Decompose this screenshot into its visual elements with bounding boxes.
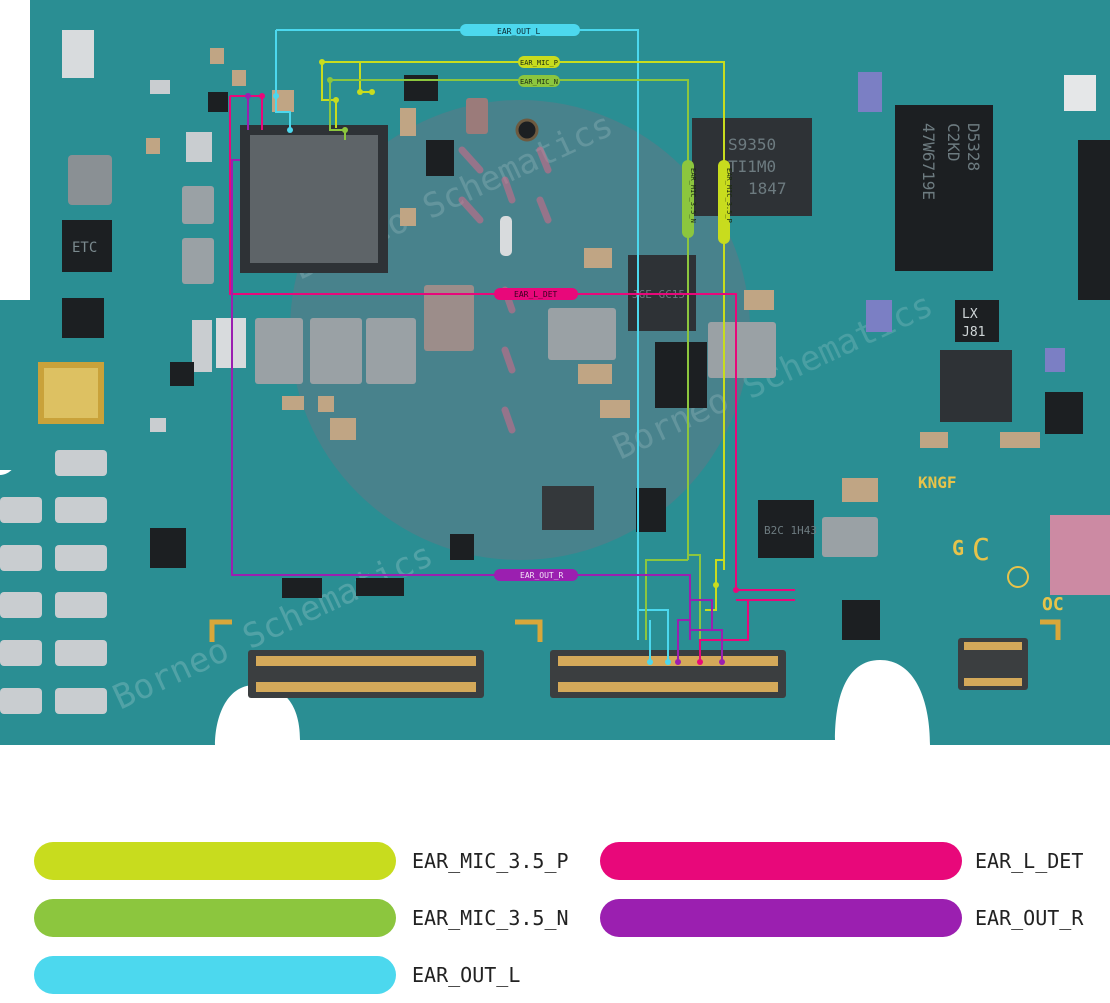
net-dots [245, 59, 739, 665]
small-components [146, 48, 1065, 640]
connector-right [958, 638, 1028, 690]
right-ic-marking-2: C2KD [944, 123, 963, 162]
inductor-4 [424, 285, 474, 351]
ear-l-det-board-label: EAR_L_DET [514, 290, 558, 299]
small-ic-marking: B2C 1H43 [764, 524, 817, 537]
ear-l-det-tag [494, 288, 578, 300]
legend-label-ear-mic-35-p: EAR_MIC_3.5_P [412, 849, 569, 873]
chip-small-left [62, 298, 104, 338]
legend-label-ear-out-l: EAR_OUT_L [412, 963, 521, 987]
pcb-board: Borneo Schematics Borneo Schematics Born… [0, 0, 1110, 745]
oc-marking: OC [1042, 594, 1064, 615]
chip-lx [955, 300, 999, 342]
legend-swatch-ear-out-r [600, 899, 962, 937]
legend-swatch-ear-mic-35-n [34, 899, 396, 937]
recycle-logo-icon [1007, 566, 1029, 588]
chip-gold [466, 98, 488, 134]
chip-top-right-white [1064, 75, 1096, 111]
lx-marking-2: J81 [962, 325, 985, 340]
ear-mic-35-n-tag [682, 160, 694, 238]
chip-small-ic [758, 500, 814, 558]
top-ic-marking-3: 1847 [748, 179, 787, 198]
ear-mic-p-board-label: EAR_MIC_P [520, 59, 558, 67]
inductor-3 [366, 318, 416, 384]
inductor-5 [548, 308, 616, 360]
chip-dark-mid [636, 488, 666, 532]
chip-small-right [1045, 392, 1083, 434]
ear-mic-35-p-tag [718, 160, 730, 244]
logo-g-marking: G [952, 536, 964, 560]
legend-swatch-ear-mic-35-p [34, 842, 396, 880]
right-ic-marking-1: D5328 [964, 123, 983, 171]
chip-mid-2 [655, 342, 707, 408]
top-ic-marking-1: S9350 [728, 135, 776, 154]
legend-label-ear-out-r: EAR_OUT_R [975, 906, 1084, 930]
inductor-8 [182, 186, 214, 224]
lx-marking-1: LX [962, 307, 978, 322]
chip-ic-lower-left [150, 528, 186, 568]
top-ic-marking-2: TI1M0 [728, 157, 776, 176]
legend-label-ear-l-det: EAR_L_DET [975, 849, 1084, 873]
legend-swatch-ear-out-l [34, 956, 396, 994]
ear-out-l-net [275, 29, 669, 662]
inductor-6 [708, 322, 776, 378]
logo-c-marking: C [972, 533, 990, 568]
chip-pink-right [1050, 515, 1110, 595]
mount-hole [515, 118, 539, 142]
ear-out-l-tag [460, 24, 580, 36]
ear-mic-p-tag [518, 56, 560, 68]
chip-far-right [1078, 140, 1110, 300]
kngf-marking: KNGF [918, 473, 957, 492]
ear-out-r-net [231, 96, 723, 662]
ear-l-det-net [229, 95, 795, 662]
ear-out-r-board-label: EAR_OUT_R [520, 571, 564, 580]
ear-mic-n-tag [518, 75, 560, 87]
inductor-9 [182, 238, 214, 284]
ear-mic-n-net [329, 79, 701, 640]
legend-label-ear-mic-35-n: EAR_MIC_3.5_N [412, 906, 569, 930]
chip-tl-square [62, 30, 94, 78]
qr-code [38, 362, 104, 424]
inductor-2 [310, 318, 362, 384]
etc-marking: ETC [72, 240, 97, 256]
corner-brackets [209, 619, 1061, 642]
bga-chip [240, 125, 388, 273]
legend-swatch-ear-l-det [600, 842, 962, 880]
inductor-7 [822, 517, 878, 557]
inductor-1 [255, 318, 303, 384]
ear-mic-35-p-board-label: EAR_MIC_3.5_P [725, 168, 733, 223]
chip-inductor-left [68, 155, 112, 205]
chip-etc [62, 220, 112, 272]
ear-out-r-tag [494, 569, 578, 581]
ear-mic-n-board-label: EAR_MIC_N [520, 78, 558, 86]
chip-top-ic [692, 118, 812, 216]
chip-grid-right [940, 350, 1012, 422]
chip-dark-left [542, 486, 594, 530]
ear-mic-35-n-board-label: EAR_MIC_3.5_N [689, 168, 697, 223]
connector-left [248, 650, 484, 698]
chip-right-ic [895, 105, 993, 271]
left-pads [0, 450, 107, 714]
right-ic-marking-3: 47W6719E [919, 123, 938, 200]
ear-out-l-board-label: EAR_OUT_L [497, 27, 541, 36]
legend: EAR_MIC_3.5_P EAR_MIC_3.5_N EAR_OUT_L EA… [0, 820, 1110, 1003]
